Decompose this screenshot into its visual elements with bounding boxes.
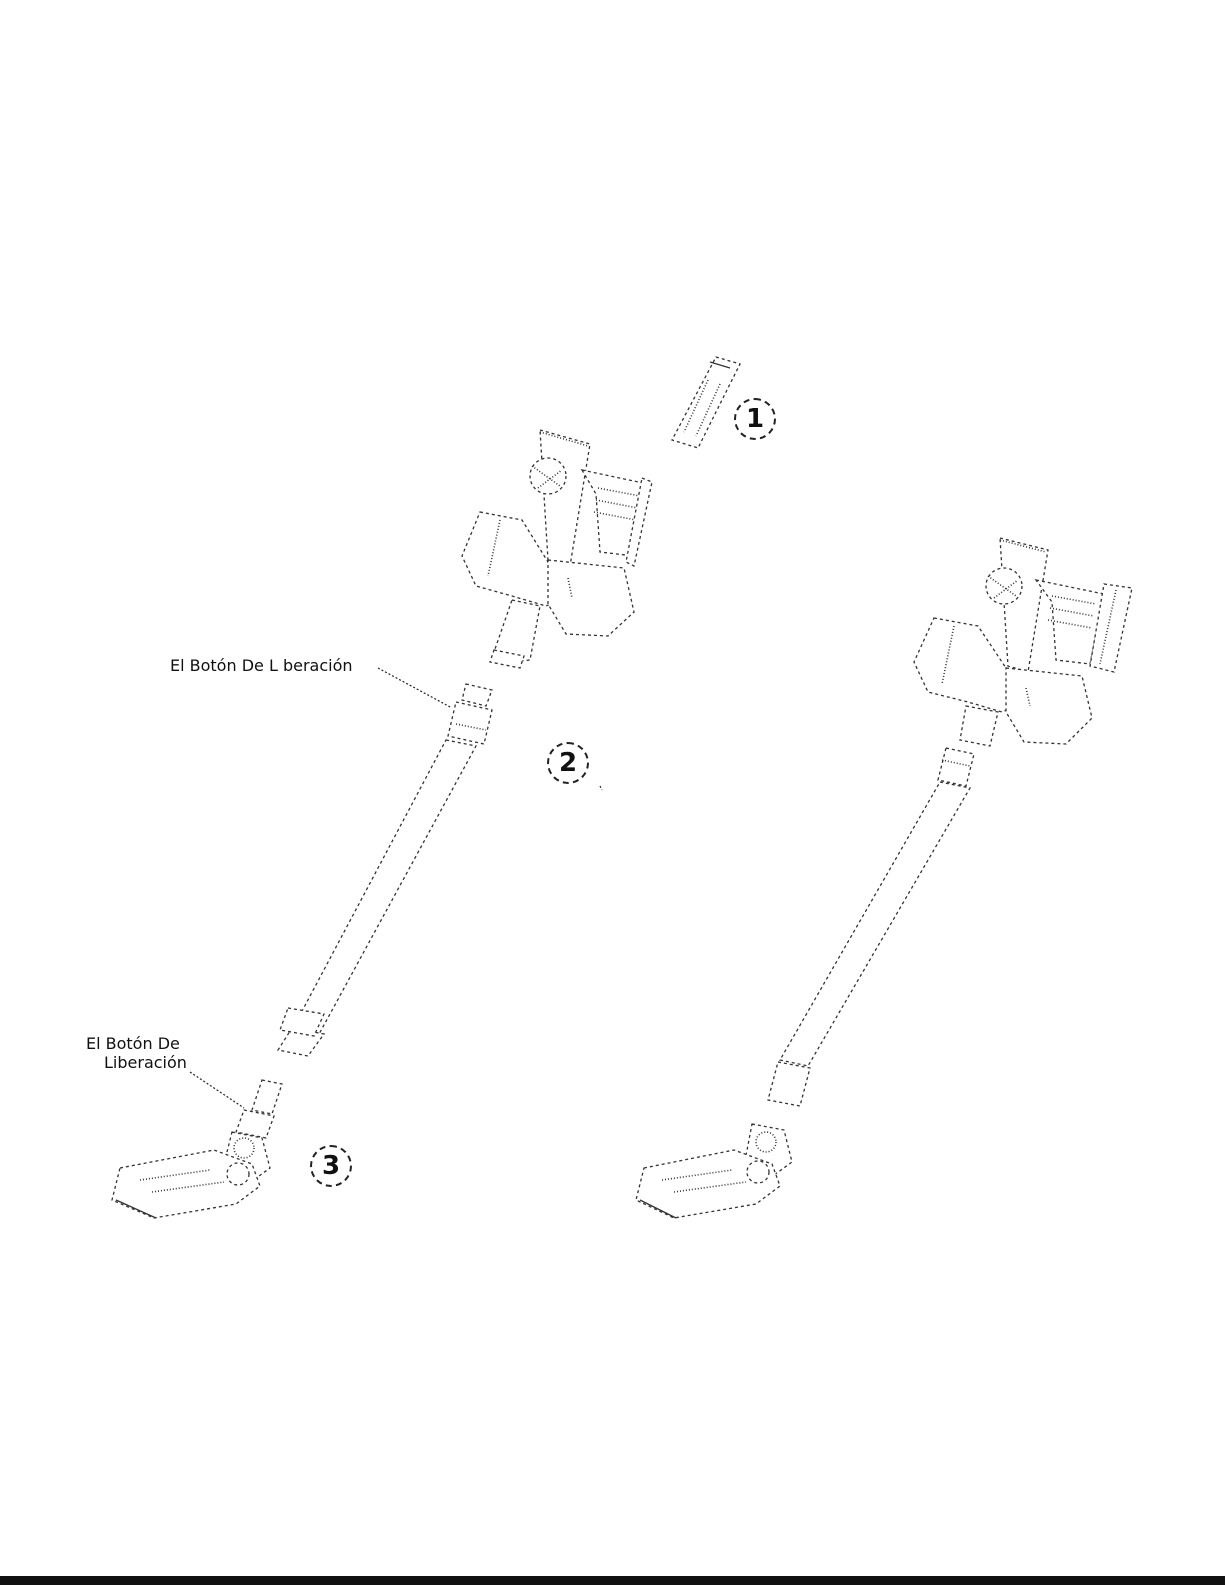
page-bottom-border bbox=[0, 1576, 1225, 1585]
step-2-tick bbox=[600, 786, 602, 790]
assembled-vacuum bbox=[636, 538, 1132, 1218]
exploded-vacuum bbox=[112, 357, 740, 1218]
upper-release-button-label: El Botón De L beración bbox=[170, 656, 353, 676]
assembled-motor-body bbox=[914, 538, 1132, 746]
assembled-floor-head bbox=[636, 1124, 792, 1218]
step-3-badge: 3 bbox=[310, 1145, 352, 1187]
step-2-badge: 2 bbox=[547, 742, 589, 784]
lower-callout-leader bbox=[190, 1072, 244, 1108]
step-1-badge: 1 bbox=[734, 398, 776, 440]
motor-body bbox=[462, 430, 652, 668]
lower-release-button-label-line-1: El Botón De bbox=[86, 1034, 180, 1054]
upper-callout-leader bbox=[378, 668, 452, 708]
floor-head bbox=[112, 1132, 270, 1218]
assembled-wand bbox=[768, 748, 974, 1106]
wand-tube bbox=[278, 740, 476, 1056]
lower-release-button bbox=[236, 1080, 282, 1138]
battery-pack bbox=[672, 357, 740, 448]
upper-release-button bbox=[448, 684, 492, 744]
lower-release-button-label-line-2: Liberación bbox=[104, 1053, 187, 1073]
